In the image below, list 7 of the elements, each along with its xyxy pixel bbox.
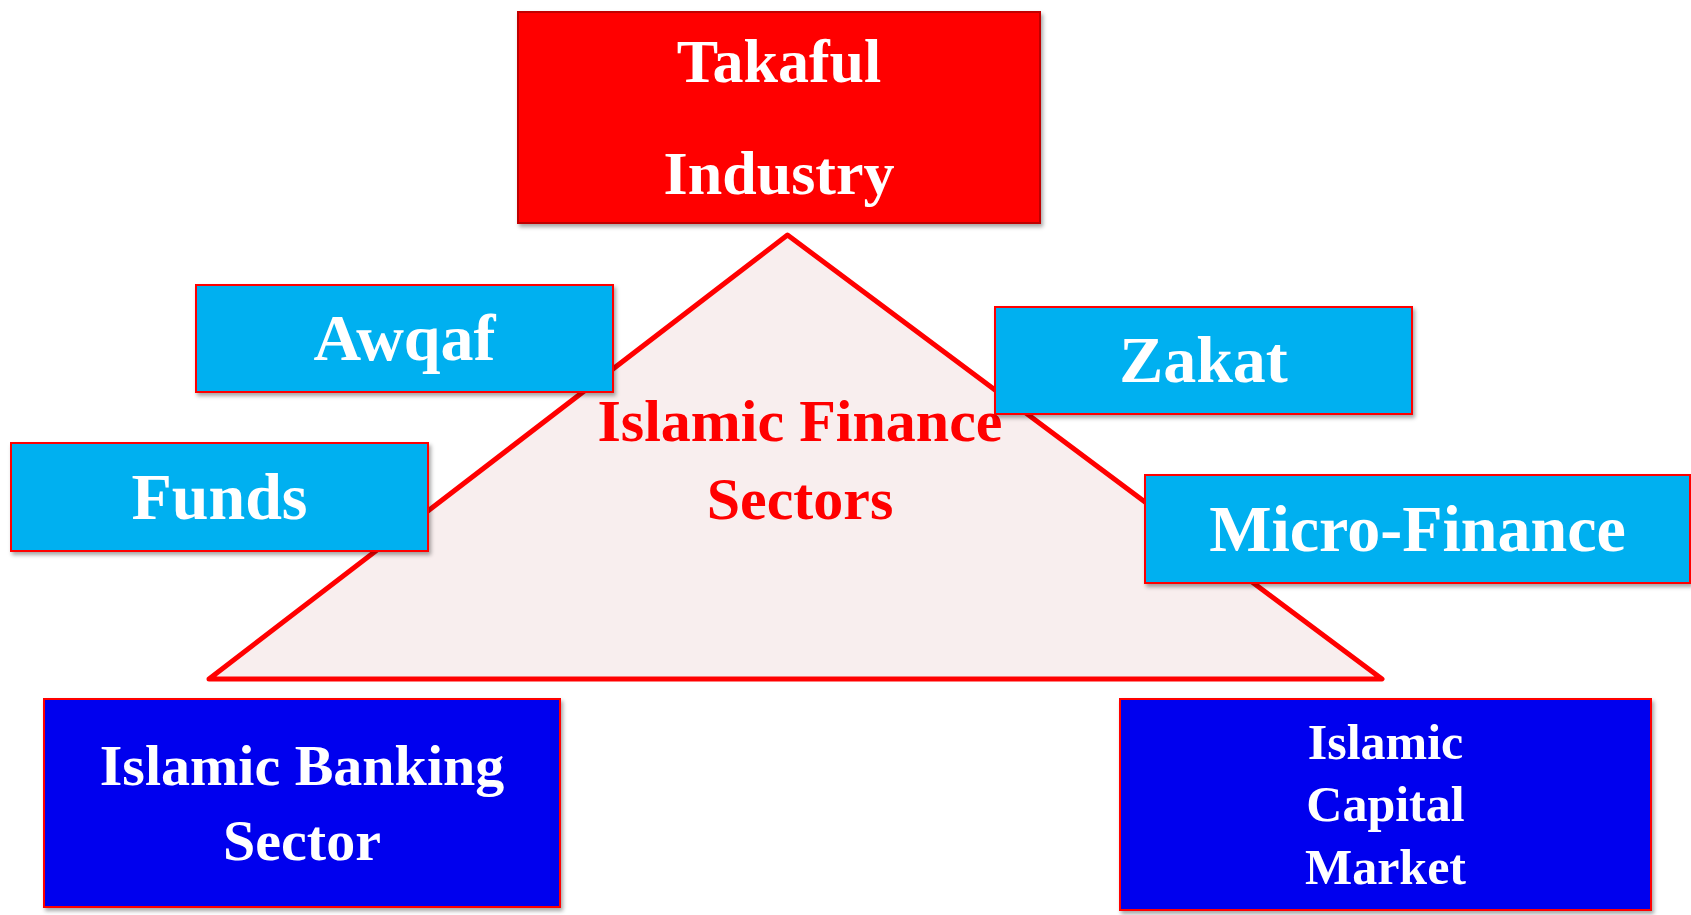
sector-box: Islamic Capital Market xyxy=(1119,698,1652,911)
sector-box: Awqaf xyxy=(195,284,614,393)
sector-box: Islamic Banking Sector xyxy=(43,698,561,908)
sector-box: Micro-Finance xyxy=(1144,474,1691,584)
sector-box: Funds xyxy=(10,442,429,552)
industry-box: Takaful Industry xyxy=(517,11,1041,224)
sector-box: Zakat xyxy=(994,306,1413,415)
